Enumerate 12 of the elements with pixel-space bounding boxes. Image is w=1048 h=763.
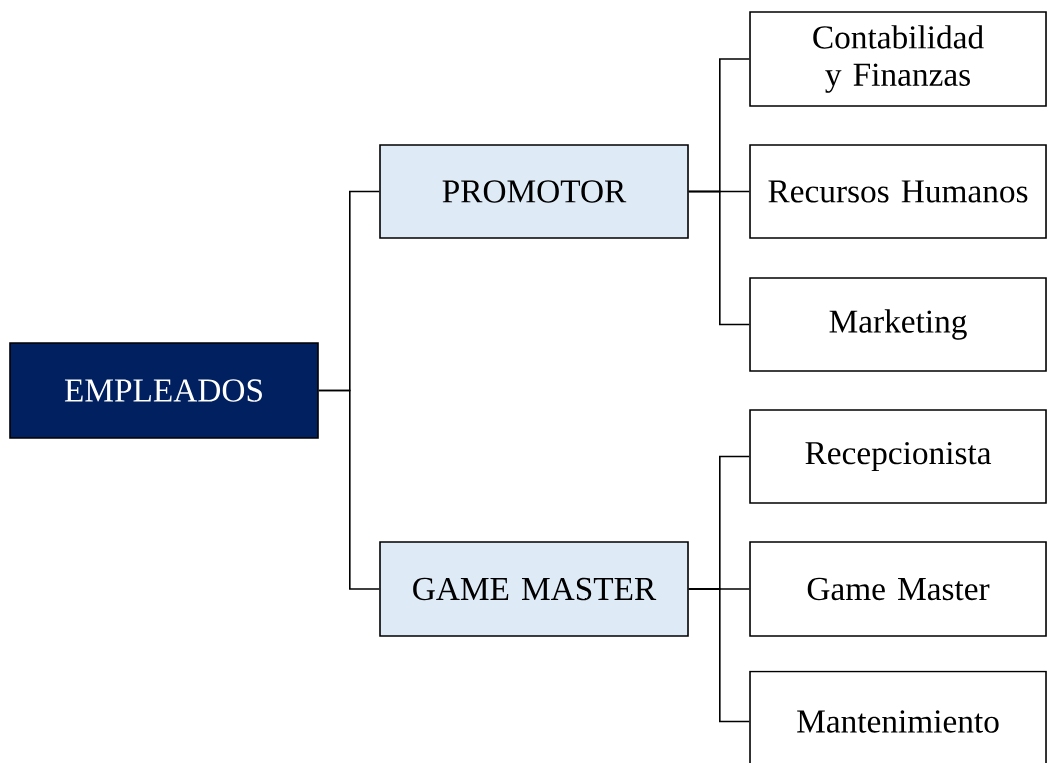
role-box: Mantenimiento (749, 670, 1047, 763)
role-box: Marketing (749, 277, 1047, 372)
role-box: Recursos Humanos (749, 144, 1047, 239)
root-box: EMPLEADOS (9, 342, 319, 439)
category-box: PROMOTOR (379, 144, 689, 239)
role-box: Contabilidad y Finanzas (749, 11, 1047, 107)
connector-line (318, 389, 380, 590)
connector-line (688, 190, 750, 326)
connector-line (688, 588, 750, 723)
role-box: Game Master (749, 541, 1047, 637)
role-box: Recepcionista (749, 409, 1047, 504)
category-box: GAME MASTER (379, 541, 689, 637)
